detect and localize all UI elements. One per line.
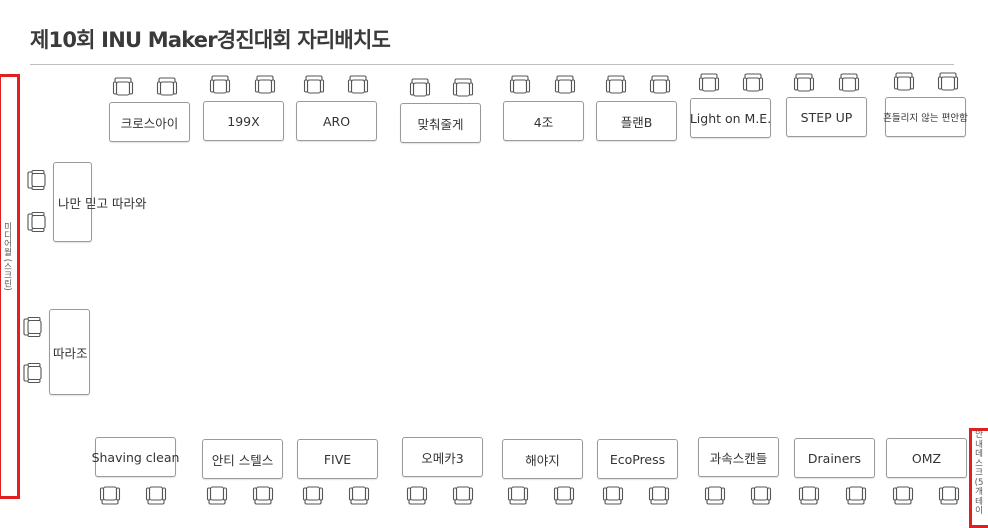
chair-icon: [452, 484, 474, 506]
team-desk-top-3: ARO: [296, 101, 377, 141]
chair-icon: [112, 76, 134, 98]
team-desk-left-2: 따라조: [49, 309, 90, 395]
chair-icon: [742, 72, 764, 94]
team-desk-bottom-8: Drainers: [794, 438, 875, 478]
team-name: 맞춰줄게: [417, 116, 464, 132]
team-name: 4조: [533, 114, 554, 130]
media-wall-panel: [0, 74, 20, 499]
team-name: 크로스아이: [120, 115, 179, 131]
chair-icon: [892, 484, 914, 506]
team-name: Light on M.E.: [689, 110, 772, 126]
chair-icon: [838, 72, 860, 94]
chair-icon: [605, 74, 627, 96]
chair-icon: [750, 484, 772, 506]
media-wall-label: 미디어월 (스크린): [2, 222, 12, 291]
chair-icon: [26, 211, 48, 233]
chair-icon: [648, 484, 670, 506]
team-name: OMZ: [911, 450, 942, 466]
info-desk-label: 안내데스크(5개테이: [974, 430, 984, 516]
team-name: ARO: [322, 113, 351, 129]
team-desk-top-1: 크로스아이: [109, 102, 190, 142]
chair-icon: [406, 484, 428, 506]
team-desk-top-2: 199X: [203, 101, 284, 141]
team-desk-top-9: 흔들리지 않는 편안함: [883, 97, 968, 137]
chair-icon: [938, 484, 960, 506]
chair-icon: [602, 484, 624, 506]
team-desk-top-6: 플랜B: [596, 101, 677, 141]
chair-icon: [302, 484, 324, 506]
chair-icon: [252, 484, 274, 506]
team-desk-bottom-7: 과속스캔들: [698, 437, 779, 477]
team-desk-bottom-9: OMZ: [886, 438, 967, 478]
team-desk-bottom-2: 안티 스텔스: [202, 439, 283, 479]
chair-icon: [209, 74, 231, 96]
team-desk-top-8: STEP UP: [786, 97, 867, 137]
chair-icon: [553, 484, 575, 506]
title-divider: [30, 64, 954, 65]
page-title: 제10회 INU Maker경진대회 자리배치도: [30, 28, 391, 52]
chair-icon: [409, 77, 431, 99]
team-name: 따라조: [53, 345, 88, 361]
chair-icon: [509, 74, 531, 96]
team-desk-top-4: 맞춰줄게: [400, 103, 481, 143]
team-desk-top-5: 4조: [503, 101, 584, 141]
chair-icon: [507, 484, 529, 506]
chair-icon: [649, 74, 671, 96]
team-name: 해야지: [525, 452, 560, 468]
chair-icon: [22, 316, 44, 338]
chair-icon: [156, 76, 178, 98]
team-desk-bottom-4: 오메카3: [402, 437, 483, 477]
team-name: 199X: [227, 113, 260, 129]
chair-icon: [303, 74, 325, 96]
team-name: 안티 스텔스: [211, 452, 274, 468]
team-name: 과속스캔들: [709, 450, 768, 466]
chair-icon: [206, 484, 228, 506]
chair-icon: [893, 71, 915, 93]
chair-icon: [793, 72, 815, 94]
chair-icon: [554, 74, 576, 96]
chair-icon: [26, 169, 48, 191]
team-name: STEP UP: [800, 109, 853, 125]
team-desk-left-1: 나만 믿고 따라와: [53, 162, 146, 242]
team-name: 나만 믿고 따라와: [58, 195, 147, 211]
chair-icon: [704, 484, 726, 506]
team-name: 플랜B: [620, 114, 653, 130]
team-desk-bottom-5: 해야지: [502, 439, 583, 479]
chair-icon: [254, 74, 276, 96]
team-desk-bottom-1: Shaving clean: [92, 437, 179, 477]
team-name: 오메카3: [421, 450, 464, 466]
chair-icon: [798, 484, 820, 506]
chair-icon: [22, 362, 44, 384]
chair-icon: [347, 74, 369, 96]
chair-icon: [99, 484, 121, 506]
team-name: FIVE: [323, 451, 352, 467]
team-desk-top-7: Light on M.E.: [690, 98, 771, 138]
chair-icon: [937, 71, 959, 93]
team-desk-bottom-6: EcoPress: [597, 439, 678, 479]
team-name: EcoPress: [609, 451, 666, 467]
chair-icon: [348, 484, 370, 506]
chair-icon: [452, 77, 474, 99]
chair-icon: [145, 484, 167, 506]
team-name: Drainers: [807, 450, 862, 466]
chair-icon: [698, 72, 720, 94]
team-name: 흔들리지 않는 편안함: [883, 113, 968, 124]
team-desk-bottom-3: FIVE: [297, 439, 378, 479]
chair-icon: [845, 484, 867, 506]
team-name: Shaving clean: [91, 449, 180, 465]
